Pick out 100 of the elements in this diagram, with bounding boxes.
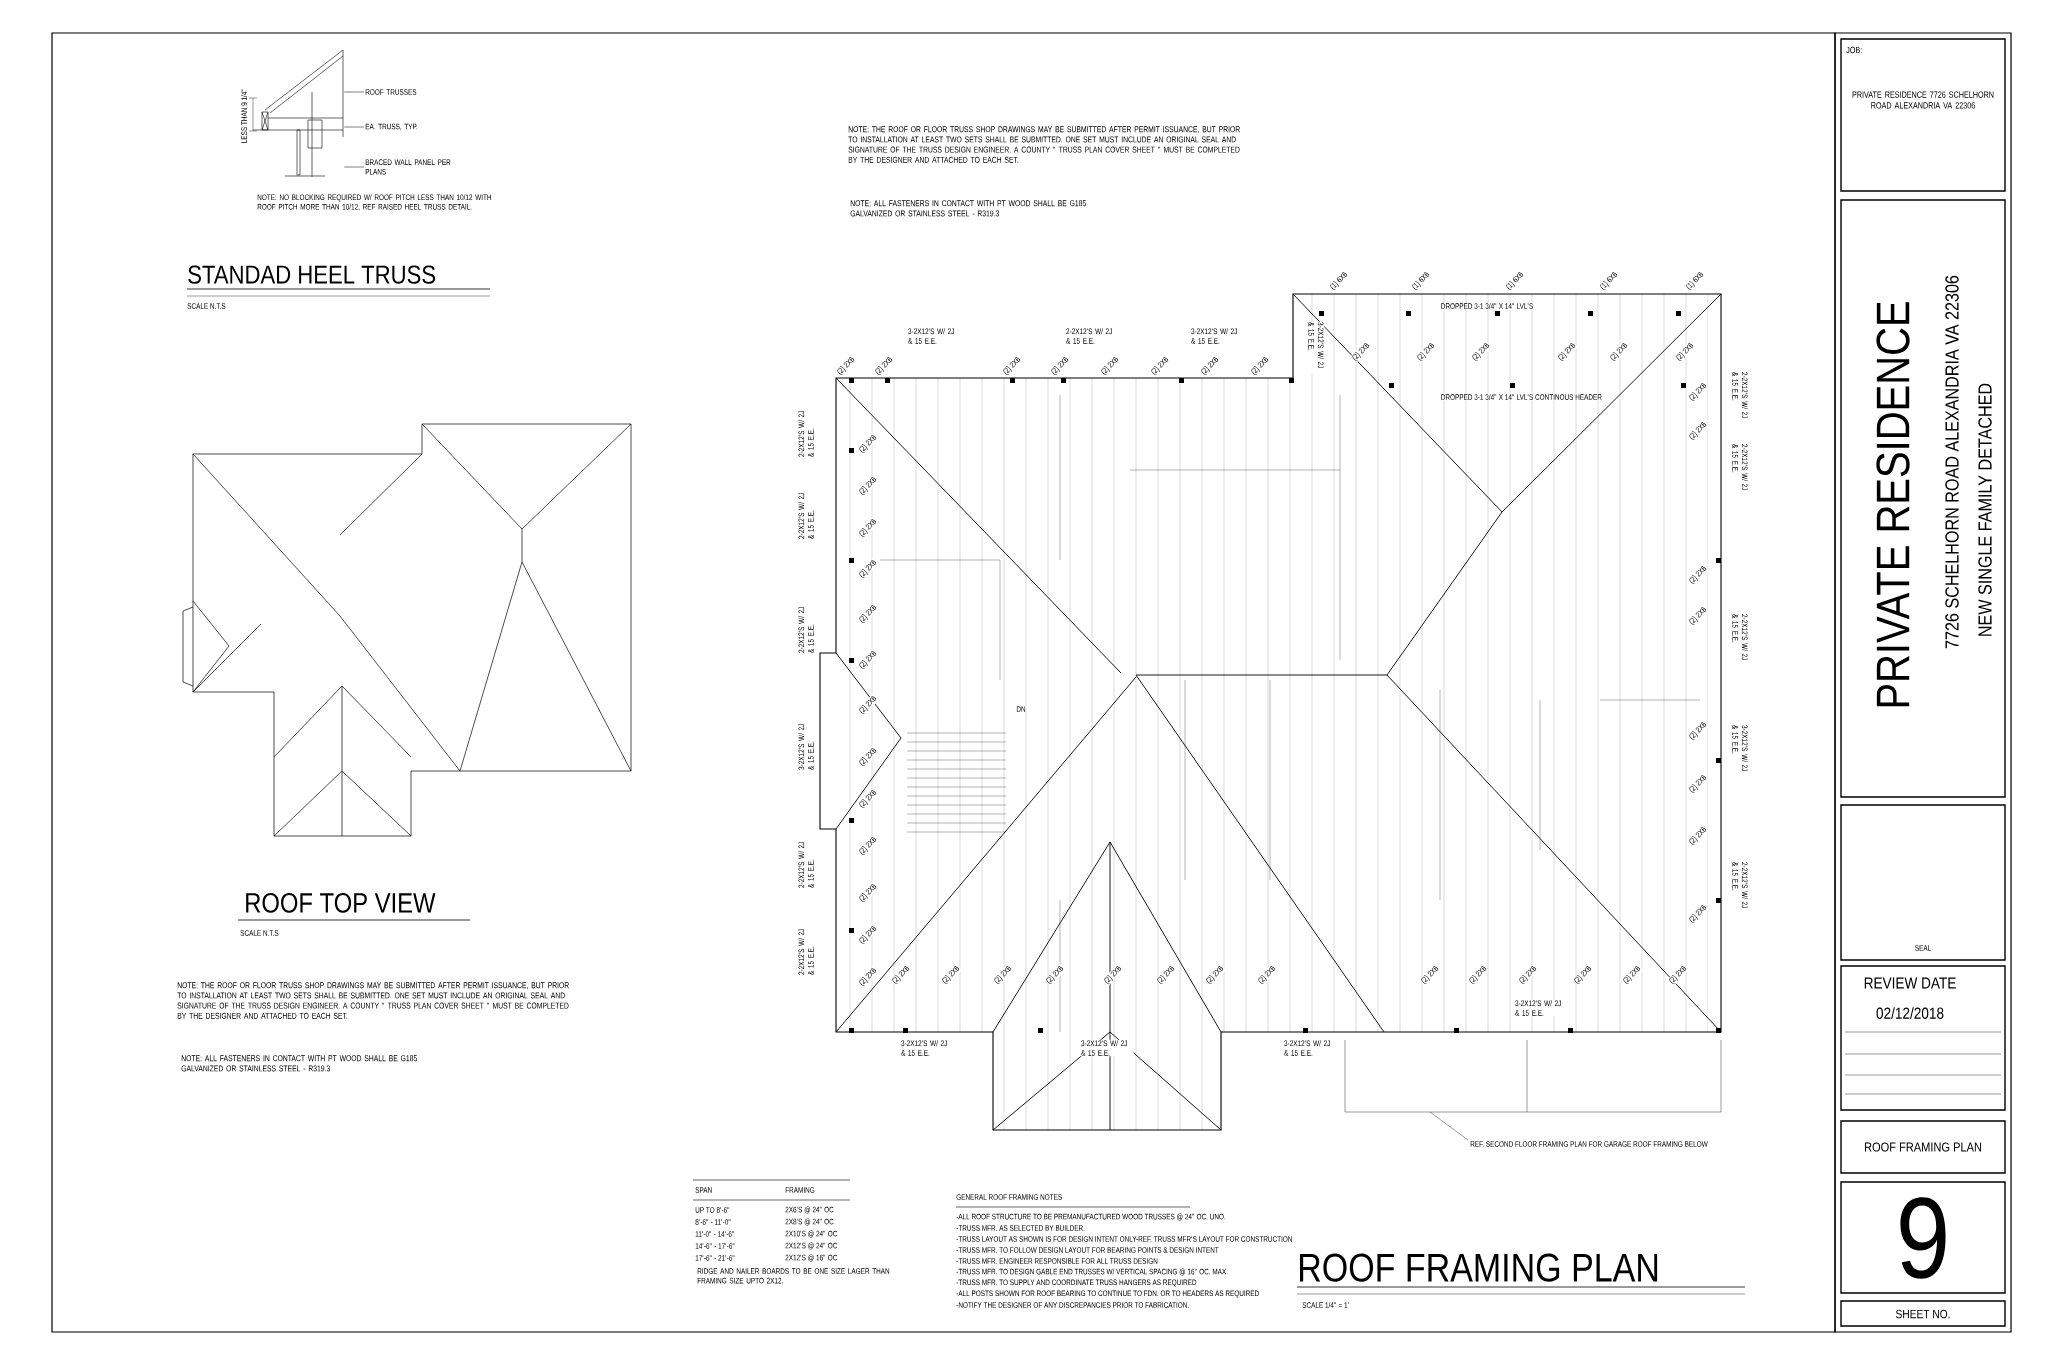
callout-text: BRACED WALL PANEL PER PLANS [365,159,451,175]
table-cell: 2X6'S @ 24" OC [785,1206,834,1214]
beam-label: 3-2X12'S W/ 2J & 15 E.E. [1307,321,1325,375]
member-label: (1) 6X6 [1598,270,1620,292]
member-label: (2) 2X6 [1256,964,1278,986]
beam-label: 2-2X12'S W/ 2J & 15 E.E. [1065,327,1119,345]
member-label: (2) 2X6 [1667,964,1689,986]
member-label: (2) 2X6 [1687,605,1709,627]
member-label: (2) 2X6 [1608,341,1630,363]
beam-label: 3-2X12'S W/ 2J & 15 E.E. [1080,1039,1134,1057]
member-label: (2) 2X6 [857,835,879,857]
note-text: NOTE: ALL FASTENERS IN CONTACT WITH PT WOOD SHALL BE G185 GALVANIZED OR STAINLESS STEEL - R319.3 [850,200,1086,217]
date-text: 02/12/2018 [1876,1007,1944,1019]
member-label: (2) 2X6 [1204,964,1226,986]
address-text: PRIVATE RESIDENCE 7726 SCHELHORN ROAD ALEXANDRIA VA 22306 [1852,91,1994,109]
note-text: -TRUSS LAYOUT AS SHOWN IS FOR DESIGN INTENT ONLY-REF. TRUSS MFR'S LAYOUT FOR CONSTRUCTION [956,1236,1292,1242]
member-label: (2) 2X6 [857,924,879,946]
beam-label: 2-2X12'S W/ 2J & 15 E.E. [1732,862,1748,908]
field-label: SEAL [1915,945,1931,951]
beam-label: 3-2X12'S W/ 2J & 15 E.E. [798,724,814,770]
member-label: (2) 2X6 [1099,355,1121,377]
member-label: (2) 2X6 [1687,903,1709,925]
sheet-number: 9 [1900,1197,1946,1279]
member-label: (2) 2X6 [1419,964,1441,986]
stair-label: DN [1015,705,1027,713]
member-label: (2) 2X6 [1249,355,1271,377]
address-text: 7726 SCHELHORN ROAD ALEXANDRIA VA 22306 [1945,275,1959,649]
member-label: (2) 2X6 [873,355,895,377]
member-label: (2) 2X6 [1350,341,1372,363]
project-type-text: NEW SINGLE FAMILY DETACHED [1978,383,1992,636]
member-label: (2) 2X6 [857,433,879,455]
member-label: (2) 2X6 [857,746,879,768]
leader-line [343,91,365,93]
table-cell: 17'-6" - 21'-6" [695,1255,735,1261]
member-label: (2) 2X6 [1687,420,1709,442]
drawing-title: ROOF FRAMING PLAN [1300,1253,1658,1282]
member-label: (2) 2X6 [1049,355,1071,377]
member-label: (2) 2X6 [1155,964,1177,986]
note-text: NOTE: THE ROOF OR FLOOR TRUSS SHOP DRAWINGS MAY BE SUBMITTED AFTER PERMIT ISSUANCE, BUT PRIOR TO INSTALLATION AT LEAST TWO SETS SHALL BE SUBMITTED. ONE SET MUST INCLUDE AN ORIGINAL SEAL AND SIGNATURE OF THE TRUSS DESIGN ENGINEER. A COUNTY " TRUSS PLAN COVER SHEET " MUST BE COMPLETED BY THE DESIGNER AND ATTACHED TO EACH SET. [177,982,569,1019]
beam-label: 3-2X12'S W/ 2J & 15 E.E. [907,327,961,345]
beam-label: 2-2X12'S W/ 2J & 15 E.E. [798,929,814,975]
note-text: NOTE: THE ROOF OR FLOOR TRUSS SHOP DRAWINGS MAY BE SUBMITTED AFTER PERMIT ISSUANCE, BUT PRIOR TO INSTALLATION AT LEAST TWO SETS SHALL BE SUBMITTED. ONE SET MUST INCLUDE AN ORIGINAL SEAL AND SIGNATURE OF THE TRUSS DESIGN ENGINEER. A COUNTY " TRUSS PLAN COVER SHEET " MUST BE COMPLETED BY THE DESIGNER AND ATTACHED TO EACH SET. [848,126,1240,163]
beam-label: 2-2X12'S W/ 2J & 15 E.E. [1732,372,1748,418]
beam-label: 2-2X12'S W/ 2J & 15 E.E. [1732,444,1748,490]
member-label: (2) 2X6 [1687,564,1709,586]
member-label: (2) 2X6 [857,966,879,988]
member-label: (2) 2X6 [940,964,962,986]
beam-label: 2-2X12'S W/ 2J & 15 E.E. [798,607,814,653]
truss-detail-drawing [252,49,344,178]
member-label: (2) 2X6 [1517,964,1539,986]
project-title: PRIVATE RESIDENCE [1876,302,1910,707]
beam-label: 3-2X12'S W/ 2J & 15 E.E. [1514,999,1568,1017]
beam-label: 3-2X12'S W/ 2J & 15 E.E. [1732,725,1748,771]
table-cell: 11'-0" - 14'-6" [695,1231,734,1237]
table-cell: 2X12'S @ 16" OC [785,1254,838,1262]
table-cell: FRAMING [785,1187,815,1193]
member-label: (2) 2X6 [857,882,879,904]
table-cell: 2X10'S @ 24" OC [785,1230,838,1238]
table-cell: UP TO 8'-6" [695,1207,730,1213]
leader-line [343,126,365,128]
beam-label: 3-2X12'S W/ 2J & 15 E.E. [900,1039,954,1057]
member-label: (2) 2X6 [1044,964,1066,986]
beam-label: DROPPED 3-1 3/4" X 14" LVL'S CONTINOUS HEADER [1440,393,1603,401]
scale-text: SCALE N.T.S [187,303,226,309]
note-text: NOTE: NO BLOCKING REQUIRED W/ ROOF PITCH LESS THAN 10/12 WITH ROOF PITCH MORE THAN 10/12, REF RAISED HEEL TRUSS DETAIL. [257,194,491,211]
member-label: (2) 2X6 [1687,825,1709,847]
member-label: (2) 2X6 [1687,381,1709,403]
member-label: (2) 2X6 [857,788,879,810]
member-label: (2) 2X6 [1470,341,1492,363]
beam-label: DROPPED 3-1 3/4" X 14" LVL'S [1440,302,1534,310]
scale-text: SCALE N.T.S [240,930,279,936]
table-cell: 14'-6" - 17'-6" [695,1243,735,1249]
note-text: -TRUSS MFR. TO FOLLOW DESIGN LAYOUT FOR BEARING POINTS & DESIGN INTENT [956,1247,1219,1253]
note-text: -NOTIFY THE DESIGNER OF ANY DISCREPANCIES PRIOR TO FABRICATION. [956,1302,1189,1308]
callout-text: ROOF TRUSSES [365,89,417,95]
member-label: (1) 6X6 [1684,270,1706,292]
note-text: -TRUSS MFR. TO DESIGN GABLE END TRUSSES W/ VERTICAL SPACING @ 16" OC. MAX. [956,1268,1228,1276]
member-label: (2) 2X6 [890,964,912,986]
beam-label: 3-2X12'S W/ 2J & 15 E.E. [1190,327,1244,345]
member-label: (2) 2X6 [1149,355,1171,377]
member-label: (2) 2X6 [1572,964,1594,986]
table-cell: SPAN [695,1187,712,1193]
member-label: (1) 6X6 [1410,270,1432,292]
member-label: (1) 6X6 [1504,270,1526,292]
beam-label: 3-2X12'S W/ 2J & 15 E.E. [1283,1039,1337,1057]
member-label: (2) 2X6 [835,355,857,377]
field-label: SHEET NO. [1896,1309,1950,1319]
member-label: (2) 2X6 [1687,773,1709,795]
member-label: (2) 2X6 [1467,964,1489,986]
member-label: (2) 2X6 [857,649,879,671]
note-text: -ALL ROOF STRUCTURE TO BE PREMANUFACTURED WOOD TRUSSES @ 24" OC. UNO. [956,1213,1226,1221]
member-label: (2) 2X6 [1674,341,1696,363]
drawing-title: ROOF TOP VIEW [246,893,436,913]
beam-label: 2-2X12'S W/ 2J & 15 E.E. [1732,614,1748,660]
member-label: (2) 2X6 [1102,964,1124,986]
scale-text: SCALE 1/4" = 1' [1302,1302,1349,1308]
member-label: (2) 2X6 [857,475,879,497]
member-label: (2) 2X6 [857,603,879,625]
note-text: -TRUSS MFR. TO SUPPLY AND COORDINATE TRUSS HANGERS AS REQUIRED [956,1279,1197,1287]
field-label: JOB: [1846,46,1862,54]
